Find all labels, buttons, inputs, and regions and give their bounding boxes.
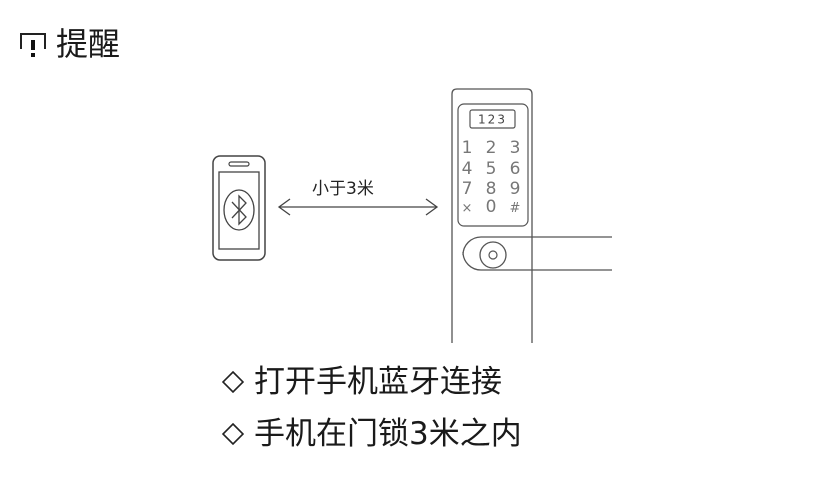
- keypad-key: ×: [462, 201, 473, 216]
- keypad-key: 4: [462, 159, 473, 179]
- keypad-key: #: [510, 201, 521, 216]
- keypad-key: 7: [462, 179, 473, 199]
- double-headed-arrow-icon: [277, 198, 439, 216]
- list-item: 手机在门锁3米之内: [222, 408, 522, 460]
- keypad-key: 1: [462, 138, 473, 158]
- list-item: 打开手机蓝牙连接: [222, 356, 522, 408]
- bullet-list: 打开手机蓝牙连接 手机在门锁3米之内: [222, 356, 522, 460]
- bluetooth-icon: [223, 189, 255, 231]
- diamond-outline-icon: [222, 423, 244, 445]
- lock-display-text: 123: [478, 113, 507, 127]
- smartphone-icon: [212, 155, 266, 261]
- keypad-key: 6: [510, 159, 521, 179]
- bullet-text: 手机在门锁3米之内: [254, 416, 522, 452]
- keypad-key: 8: [486, 179, 497, 199]
- keypad-key: 9: [510, 179, 521, 199]
- distance-label: 小于3米: [312, 179, 374, 199]
- page-header: 提醒: [18, 24, 120, 64]
- keypad-key: 3: [510, 138, 521, 158]
- notice-icon: [20, 33, 46, 57]
- diamond-outline-icon: [222, 371, 244, 393]
- keypad-key: 5: [486, 159, 497, 179]
- keypad-key: 2: [486, 138, 497, 158]
- page-title: 提醒: [56, 25, 121, 63]
- keypad-key: 0: [486, 197, 497, 217]
- bullet-text: 打开手机蓝牙连接: [254, 364, 502, 400]
